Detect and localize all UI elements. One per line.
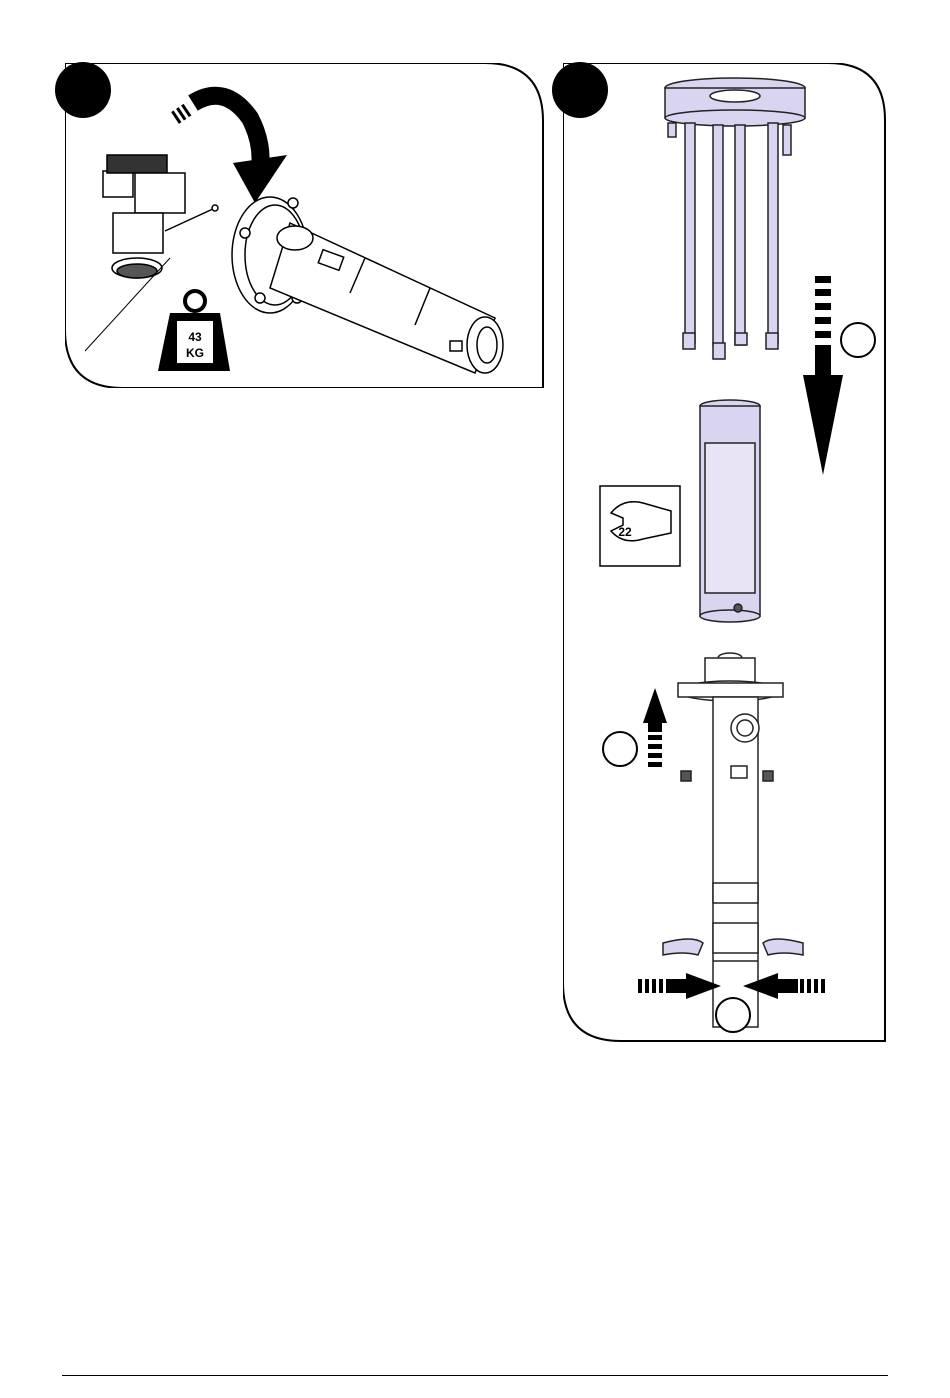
step-badge-right	[552, 62, 608, 118]
left-panel: 43 KG	[65, 63, 545, 388]
callout-circle-2	[603, 732, 637, 766]
up-arrow-icon	[643, 688, 667, 767]
clip-right	[763, 939, 803, 955]
cylinder-assembly-icon	[232, 197, 503, 373]
weight-label-line1: 43	[188, 330, 202, 344]
right-panel: 22	[563, 63, 888, 1043]
wrench-size-label: 22	[618, 525, 632, 539]
right-panel-illustration: 22	[563, 63, 888, 1043]
flange-rods-part	[665, 78, 805, 359]
clip-left	[663, 939, 703, 955]
outer-tube-part	[700, 400, 760, 622]
footer-rule	[62, 1375, 888, 1376]
callout-circle-1	[841, 323, 875, 357]
left-panel-illustration: 43 KG	[65, 63, 545, 388]
wrench-box	[600, 486, 680, 566]
down-arrow-icon	[803, 276, 843, 475]
step-badge-left	[55, 62, 111, 118]
callout-circle-3	[716, 998, 750, 1032]
pump-body-part	[678, 653, 783, 1027]
rotate-arrow-icon	[175, 96, 287, 203]
weight-label-line2: KG	[186, 346, 204, 360]
